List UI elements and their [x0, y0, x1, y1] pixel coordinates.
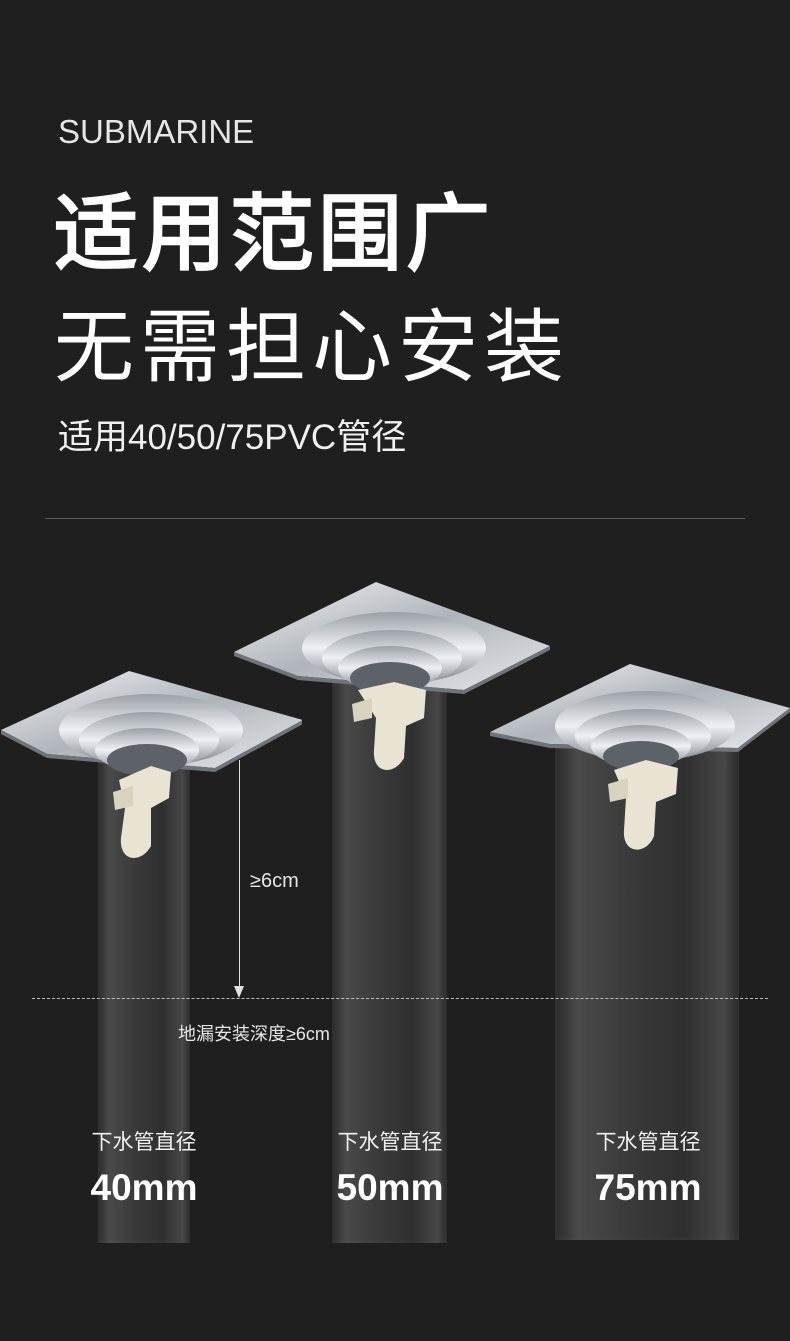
depth-label: ≥6cm [250, 870, 299, 892]
pipe-caption-75: 下水管直径 75mm [548, 1132, 748, 1206]
brand-name: SUBMARINE [58, 113, 255, 150]
depth-caption: 地漏安装深度≥6cm [178, 1024, 330, 1044]
pipe-label: 下水管直径 [91, 1131, 197, 1154]
compatibility-note: 适用40/50/75PVC管径 [58, 418, 407, 457]
floor-drain-icon [490, 664, 790, 850]
divider [45, 518, 745, 519]
down-arrow-icon [234, 986, 244, 998]
headline: 适用范围广 [54, 187, 495, 281]
floor-drain-icon [234, 582, 550, 770]
pipe-label: 下水管直径 [595, 1131, 701, 1154]
pipe-caption-50: 下水管直径 50mm [290, 1132, 490, 1206]
pipe-size: 40mm [90, 1167, 198, 1208]
pipe-caption-40: 下水管直径 40mm [44, 1132, 244, 1206]
floor-drain-icon [1, 671, 302, 858]
subheadline: 无需担心安装 [54, 303, 570, 392]
install-depth-line [32, 998, 768, 999]
pipe-size: 75mm [594, 1167, 702, 1208]
pipe-size: 50mm [336, 1167, 444, 1208]
pipe-50mm [332, 680, 447, 1243]
depth-arrow-line [239, 760, 240, 992]
pipe-label: 下水管直径 [337, 1131, 443, 1154]
